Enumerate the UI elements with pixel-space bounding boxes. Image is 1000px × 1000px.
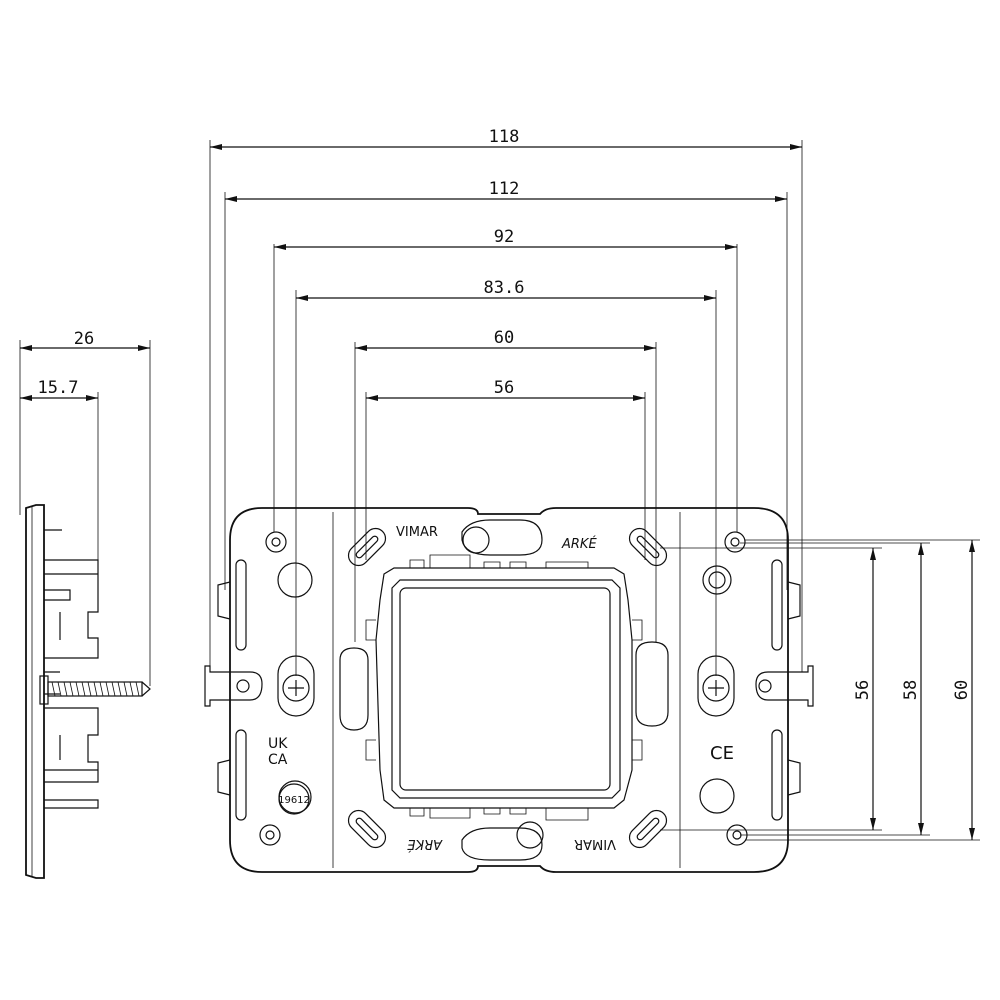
dimension-label-56: 56 — [494, 378, 514, 398]
dimension-label-height-56: 56 — [853, 680, 873, 700]
dimension-label-26: 26 — [74, 329, 94, 349]
model-number: 19612 — [278, 795, 310, 806]
dimension-height-60: 60 — [952, 540, 975, 840]
ukca-mark-line2: CA — [268, 752, 288, 768]
dimension-label-60: 60 — [494, 328, 514, 348]
dimension-60: 60 — [355, 328, 656, 351]
brand-marking-bottom: VIMAR — [574, 836, 616, 851]
dimension-83-6: 83.6 — [296, 278, 716, 301]
dimension-label-112: 112 — [489, 179, 520, 199]
dimension-label-118: 118 — [489, 127, 520, 147]
right-dimensions: 56 58 60 — [660, 539, 980, 841]
dimension-92: 92 — [274, 227, 737, 250]
front-view: VIMAR ARKÉ VIMAR ARKÉ UK CA CE 19612 — [204, 507, 814, 873]
series-marking-bottom: ARKÉ — [407, 836, 443, 852]
dimension-label-15-7: 15.7 — [38, 378, 79, 398]
dimension-label-height-58: 58 — [901, 680, 921, 700]
series-marking-top: ARKÉ — [561, 536, 597, 552]
dimension-56: 56 — [366, 378, 645, 401]
ukca-mark-line1: UK — [268, 736, 288, 752]
screw — [39, 675, 151, 705]
top-dimensions: 118 112 92 83.6 60 56 — [209, 127, 803, 676]
dimension-label-height-60: 60 — [952, 680, 972, 700]
side-view: 26 15.7 — [19, 329, 151, 879]
dimension-112: 112 — [225, 179, 787, 202]
dimension-label-92: 92 — [494, 227, 514, 247]
brand-marking-top: VIMAR — [396, 525, 438, 540]
dimension-118: 118 — [210, 127, 802, 150]
ce-mark: CE — [710, 743, 734, 764]
dimension-15-7: 15.7 — [20, 378, 98, 401]
dimension-26: 26 — [20, 329, 150, 351]
model-number-badge: 19612 — [278, 783, 310, 815]
dimension-height-56: 56 — [853, 548, 876, 830]
frame-outline — [229, 507, 789, 873]
dimension-label-83-6: 83.6 — [484, 278, 525, 298]
dimension-height-58: 58 — [901, 543, 924, 835]
